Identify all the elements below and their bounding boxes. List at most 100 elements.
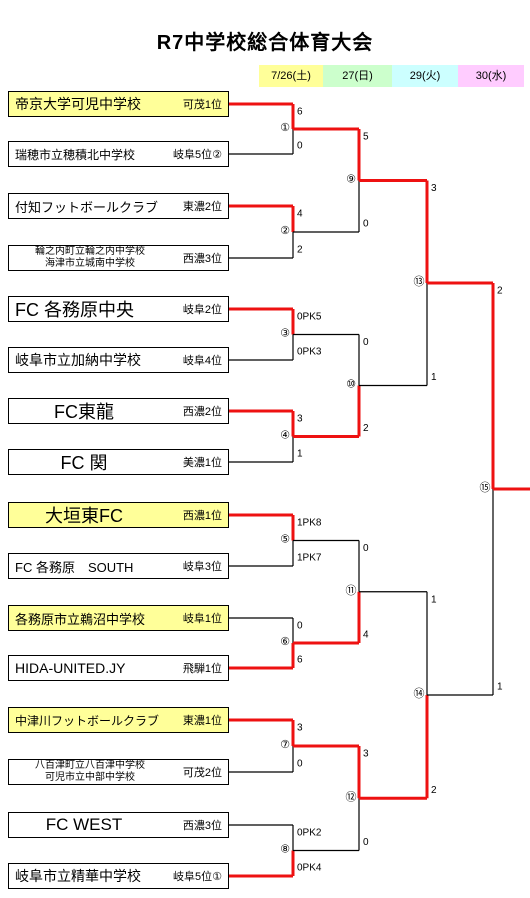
team-name: FC 関 [60, 453, 108, 473]
team-box: 岐阜市立精華中学校岐阜5位① [8, 863, 229, 889]
team-name-line: 可児市立中部中学校 [45, 772, 135, 783]
legend-day-4: 30(水) [458, 65, 524, 87]
team-box: 中津川フットボールクラブ 東濃1位 [8, 707, 229, 733]
team-seed: 岐阜2位 [182, 304, 222, 316]
team-name: 中津川フットボールクラブ [15, 713, 160, 728]
team-box: 輪之内町立輪之内中学校海津市立城南中学校 西濃3位 [8, 245, 229, 271]
match-number: ⑨ [346, 173, 356, 186]
match-score: 2 [497, 286, 503, 297]
team-name: 帝京大学可児中学校 [15, 96, 141, 112]
team-seed: 飛騨1位 [182, 663, 222, 675]
team-seed: 西濃3位 [182, 253, 222, 265]
match-score: 0 [297, 759, 303, 770]
match-score: 0 [363, 337, 369, 348]
match-score: 1PK8 [297, 518, 322, 529]
team-name: 八百津町立八百津中学校可児市立中部中学校 [15, 760, 165, 784]
match-number: ⑬ [414, 275, 425, 288]
team-name-line: 輪之内町立輪之内中学校 [35, 246, 145, 257]
team-name: HIDA-UNITED.JY [15, 660, 126, 676]
team-box: FC 関 美濃1位 [8, 449, 229, 475]
team-seed: 美濃1位 [182, 457, 222, 469]
team-box: HIDA-UNITED.JY 飛騨1位 [8, 655, 229, 681]
team-name: FC 各務原 SOUTH [15, 559, 134, 575]
match-score: 2 [431, 785, 437, 796]
team-name: 輪之内町立輪之内中学校海津市立城南中学校 [15, 246, 165, 270]
legend-day-3: 29(火) [392, 65, 458, 87]
match-score: 1 [297, 449, 303, 460]
team-seed: 岐阜4位 [182, 355, 222, 367]
team-seed: 東濃1位 [182, 715, 222, 727]
team-box: FC 各務原中央 岐阜2位 [8, 296, 229, 322]
match-score: 0PK4 [297, 863, 322, 874]
legend-day-2: 27(日) [323, 65, 392, 87]
team-seed: 西濃2位 [182, 406, 222, 418]
team-box: FC WEST 西濃3位 [8, 812, 229, 838]
match-score: 0PK2 [297, 828, 322, 839]
team-box: 瑞穂市立穂積北中学校 岐阜5位② [8, 141, 229, 167]
match-score: 0 [363, 219, 369, 230]
match-score: 0PK3 [297, 347, 322, 358]
team-name: 大垣東FC [45, 506, 123, 526]
match-number: ⑮ [480, 481, 491, 494]
team-box: 付知フットボールクラブ 東濃2位 [8, 193, 229, 219]
team-name: 各務原市立鵜沼中学校 [15, 611, 146, 627]
team-box: FC 各務原 SOUTH 岐阜3位 [8, 553, 229, 579]
team-box: FC東龍 西濃2位 [8, 398, 229, 424]
match-number: ④ [280, 429, 290, 442]
team-seed: 東濃2位 [182, 201, 222, 213]
team-name-line: 八百津町立八百津中学校 [35, 760, 145, 771]
match-number: ① [280, 121, 290, 134]
team-box: 八百津町立八百津中学校可児市立中部中学校 可茂2位 [8, 759, 229, 785]
team-seed: 西濃1位 [182, 510, 222, 522]
match-score: 1 [431, 594, 437, 605]
match-score: 0 [363, 837, 369, 848]
match-number: ⑦ [280, 738, 290, 751]
match-number: ⑪ [346, 584, 357, 597]
match-score: 0PK5 [297, 312, 322, 323]
match-score: 3 [297, 723, 303, 734]
match-number: ⑭ [414, 687, 425, 700]
match-score: 4 [297, 209, 303, 220]
team-box: 各務原市立鵜沼中学校 岐阜1位 [8, 605, 229, 631]
match-number: ⑩ [346, 378, 356, 391]
team-box: 岐阜市立加納中学校 岐阜4位 [8, 347, 229, 373]
match-score: 4 [363, 630, 369, 641]
match-score: 1 [431, 372, 437, 383]
team-seed: 岐阜5位② [173, 149, 222, 161]
team-name: FC 各務原中央 [15, 300, 134, 320]
team-seed: 可茂1位 [182, 99, 222, 111]
match-score: 3 [431, 183, 437, 194]
match-score: 3 [363, 749, 369, 760]
legend-day-1: 7/26(土) [259, 65, 323, 87]
match-number: ② [280, 224, 290, 237]
match-number: ⑫ [346, 790, 357, 803]
match-score: 2 [363, 423, 369, 434]
team-seed: 岐阜1位 [182, 613, 222, 625]
team-name-line: 海津市立城南中学校 [45, 258, 135, 269]
match-number: ⑤ [280, 533, 290, 546]
match-number: ③ [280, 327, 290, 340]
match-number: ⑥ [280, 635, 290, 648]
team-name: FC WEST [45, 815, 123, 834]
team-seed: 可茂2位 [182, 767, 222, 779]
match-score: 1PK7 [297, 553, 322, 564]
match-score: 1 [497, 682, 503, 693]
team-name: FC東龍 [54, 402, 114, 422]
match-score: 5 [363, 132, 369, 143]
team-box: 帝京大学可児中学校 可茂1位 [8, 91, 229, 117]
match-score: 0 [297, 621, 303, 632]
team-box: 大垣東FC 西濃1位 [8, 502, 229, 528]
team-seed: 岐阜5位① [173, 871, 222, 883]
match-score: 0 [363, 543, 369, 554]
match-number: ⑧ [280, 843, 290, 856]
team-name: 付知フットボールクラブ [15, 199, 159, 215]
match-score: 2 [297, 245, 303, 256]
match-score: 0 [297, 141, 303, 152]
team-name: 岐阜市立加納中学校 [15, 352, 141, 368]
match-score: 6 [297, 655, 303, 666]
team-name: 瑞穂市立穂積北中学校 [15, 147, 136, 162]
team-seed: 岐阜3位 [182, 561, 222, 573]
team-seed: 西濃3位 [182, 820, 222, 832]
match-score: 3 [297, 414, 303, 425]
